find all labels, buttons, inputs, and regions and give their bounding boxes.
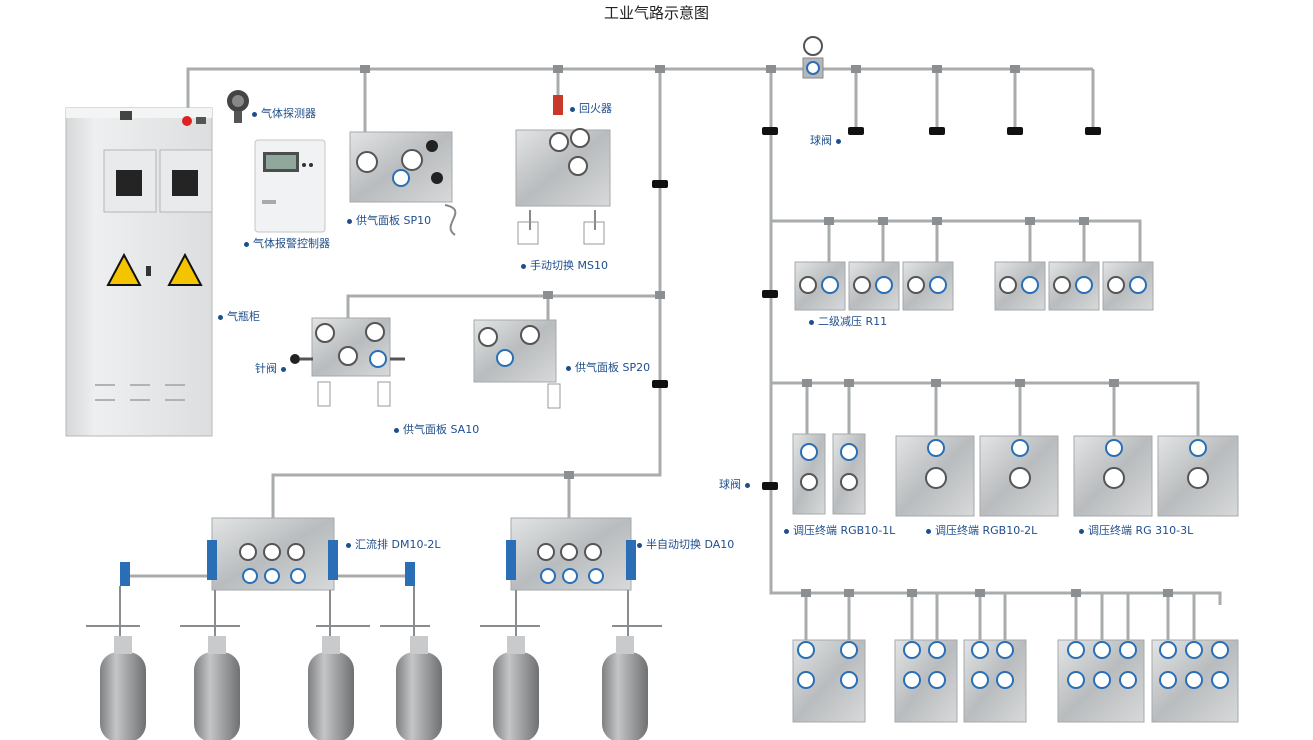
- pipe-joints: [360, 65, 1173, 597]
- r11-panels: [794, 261, 1154, 311]
- top-regulator: [802, 36, 824, 79]
- ms10-panel: [515, 95, 611, 245]
- sp20-panel: [473, 319, 561, 409]
- label-needle-valve: 针阀: [255, 362, 290, 376]
- label-dm10: 汇流排 DM10-2L: [342, 538, 441, 552]
- label-sp20: 供气面板 SP20: [562, 361, 650, 375]
- label-flashback: 回火器: [566, 102, 612, 116]
- label-alarm-controller: 气体报警控制器: [240, 237, 330, 251]
- label-rgb10-1l: 调压终端 RGB10-1L: [780, 524, 895, 538]
- sa10-panel: [290, 317, 405, 407]
- bottom-terminals: [792, 639, 1239, 723]
- label-sa10: 供气面板 SA10: [390, 423, 479, 437]
- label-gas-detector: 气体探测器: [248, 107, 316, 121]
- rgb-panels: [792, 433, 1239, 517]
- label-rgb10-2l: 调压终端 RGB10-2L: [922, 524, 1037, 538]
- gas-cylinders: [100, 636, 648, 740]
- alarm-controller-device: [254, 139, 326, 233]
- sp10-panel: [349, 131, 457, 236]
- dm10-manifold: [120, 517, 415, 591]
- diagram-title: 工业气路示意图: [603, 4, 709, 22]
- label-ball-valve-mid: 球阀: [719, 478, 754, 492]
- riser-valves: [652, 127, 1101, 490]
- gas-cabinet: [65, 107, 213, 437]
- pipes: [125, 67, 1222, 640]
- label-cabinet: 气瓶柜: [214, 310, 260, 324]
- label-sp10: 供气面板 SP10: [343, 214, 431, 228]
- da10-panel: [506, 517, 636, 591]
- label-rgb10-3l: 调压终端 RG 310-3L: [1075, 524, 1193, 538]
- label-da10: 半自动切换 DA10: [633, 538, 734, 552]
- label-ms10: 手动切换 MS10: [517, 259, 608, 273]
- gas-detector-device: [227, 90, 249, 123]
- label-ball-valve-top: 球阀: [810, 134, 845, 148]
- pigtails: [86, 586, 662, 640]
- label-r11: 二级减压 R11: [805, 315, 887, 329]
